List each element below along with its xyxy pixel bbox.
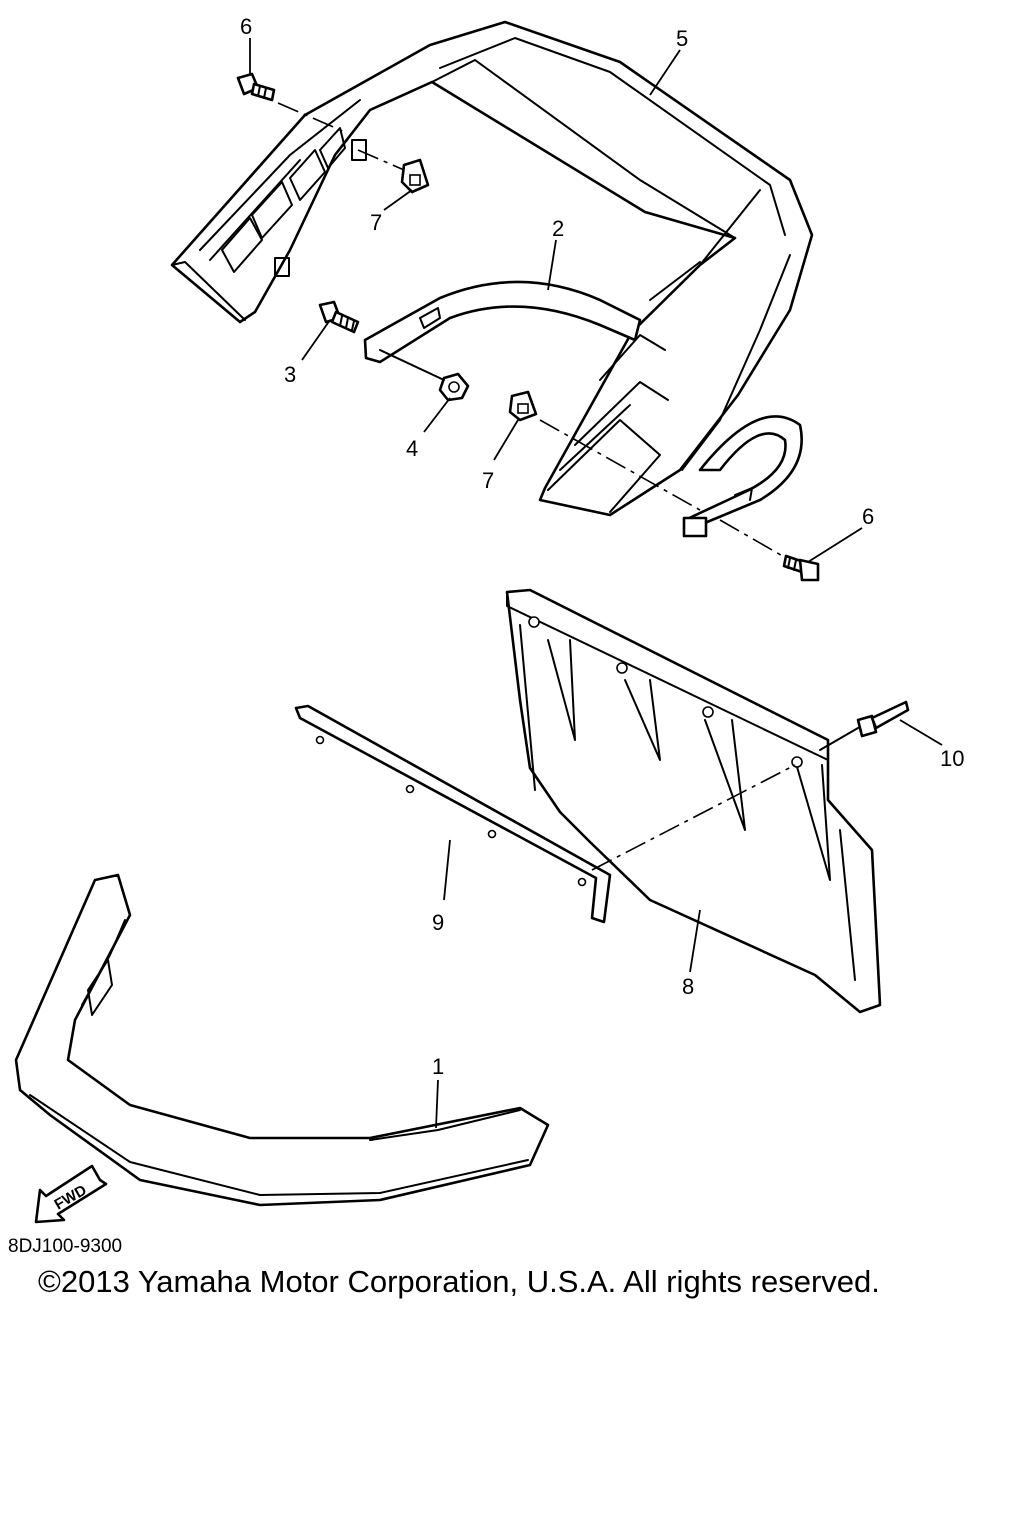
callout-10: 10 xyxy=(940,746,964,771)
clip-7-upper xyxy=(400,158,430,194)
forward-direction-arrow: FWD xyxy=(34,1164,108,1224)
callout-5: 5 xyxy=(676,26,688,51)
copyright-notice: ©2013 Yamaha Motor Corporation, U.S.A. A… xyxy=(38,1264,880,1299)
callout-9: 9 xyxy=(432,910,444,935)
callout-7-lower: 7 xyxy=(482,468,494,493)
nut-4 xyxy=(438,372,470,402)
flap xyxy=(505,588,882,1014)
front-bumper xyxy=(14,873,550,1207)
rear-bumper-frame xyxy=(170,20,814,517)
callout-3: 3 xyxy=(284,362,296,387)
rivet-10 xyxy=(856,700,910,738)
brace xyxy=(363,280,803,538)
callout-4: 4 xyxy=(406,436,418,461)
clip-7-lower xyxy=(508,390,538,422)
callout-7-upper: 7 xyxy=(370,210,382,235)
bolt-6-right xyxy=(782,554,820,582)
callout-8: 8 xyxy=(682,974,694,999)
parts-diagram: FWD 6 5 2 7 3 4 7 6 10 9 8 1 xyxy=(14,14,964,1224)
callout-1: 1 xyxy=(432,1054,444,1079)
bolt-6-top xyxy=(236,72,276,102)
bolt-3 xyxy=(318,300,360,334)
callout-6-top: 6 xyxy=(240,14,252,39)
flap-strip xyxy=(294,704,612,924)
diagram-code: 8DJ100-9300 xyxy=(8,1236,123,1257)
callout-2: 2 xyxy=(552,216,564,241)
callout-6-right: 6 xyxy=(862,504,874,529)
